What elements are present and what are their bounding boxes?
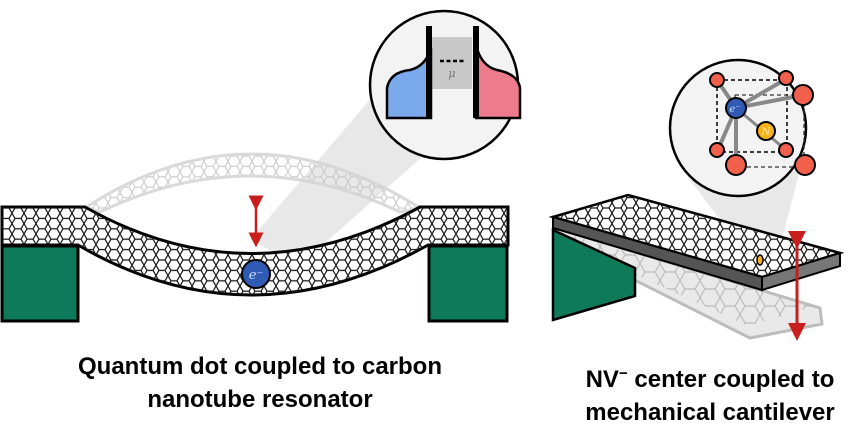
nanotube-resonator-illustration: e⁻ μ xyxy=(0,9,522,323)
caption-right-line1-rest: center coupled to xyxy=(627,366,835,393)
chemical-potential-label: μ xyxy=(448,67,455,80)
lattice-atom xyxy=(778,70,794,86)
lattice-atom xyxy=(778,142,794,158)
cantilever-illustration: N e⁻ xyxy=(548,58,845,341)
caption-left: Quantum dot coupled to carbon nanotube r… xyxy=(20,350,500,416)
lattice-atom xyxy=(709,72,725,88)
caption-right: NV− center coupled to mechanical cantile… xyxy=(545,363,857,429)
nitrogen-atom xyxy=(756,121,776,141)
nv-species: NV xyxy=(585,366,619,393)
caption-right-line2: mechanical cantilever xyxy=(585,399,835,426)
electron-label-left: e⁻ xyxy=(249,268,264,283)
nitrogen-label: N xyxy=(761,127,772,138)
lattice-atom xyxy=(794,154,816,176)
lattice-atom xyxy=(709,142,725,158)
electron-quantum-dot xyxy=(241,259,271,289)
electron-label-right: e⁻ xyxy=(729,104,740,115)
vacancy-electron xyxy=(725,97,747,119)
nv-charge: − xyxy=(618,365,628,382)
caption-left-line1: Quantum dot coupled to carbon xyxy=(78,353,442,380)
caption-left-line2: nanotube resonator xyxy=(147,386,373,413)
nv-center-dot xyxy=(756,254,764,266)
lattice-atom xyxy=(792,84,814,106)
caption-right-line1: NV− center coupled to xyxy=(545,363,857,396)
right-support-block xyxy=(427,244,509,323)
inset-nv-lattice: N e⁻ xyxy=(668,58,816,198)
cantilever-support xyxy=(551,228,637,322)
left-support-block xyxy=(0,244,80,323)
lattice-atom xyxy=(725,154,747,176)
inset-quantum-dot-leads: μ xyxy=(368,9,522,161)
